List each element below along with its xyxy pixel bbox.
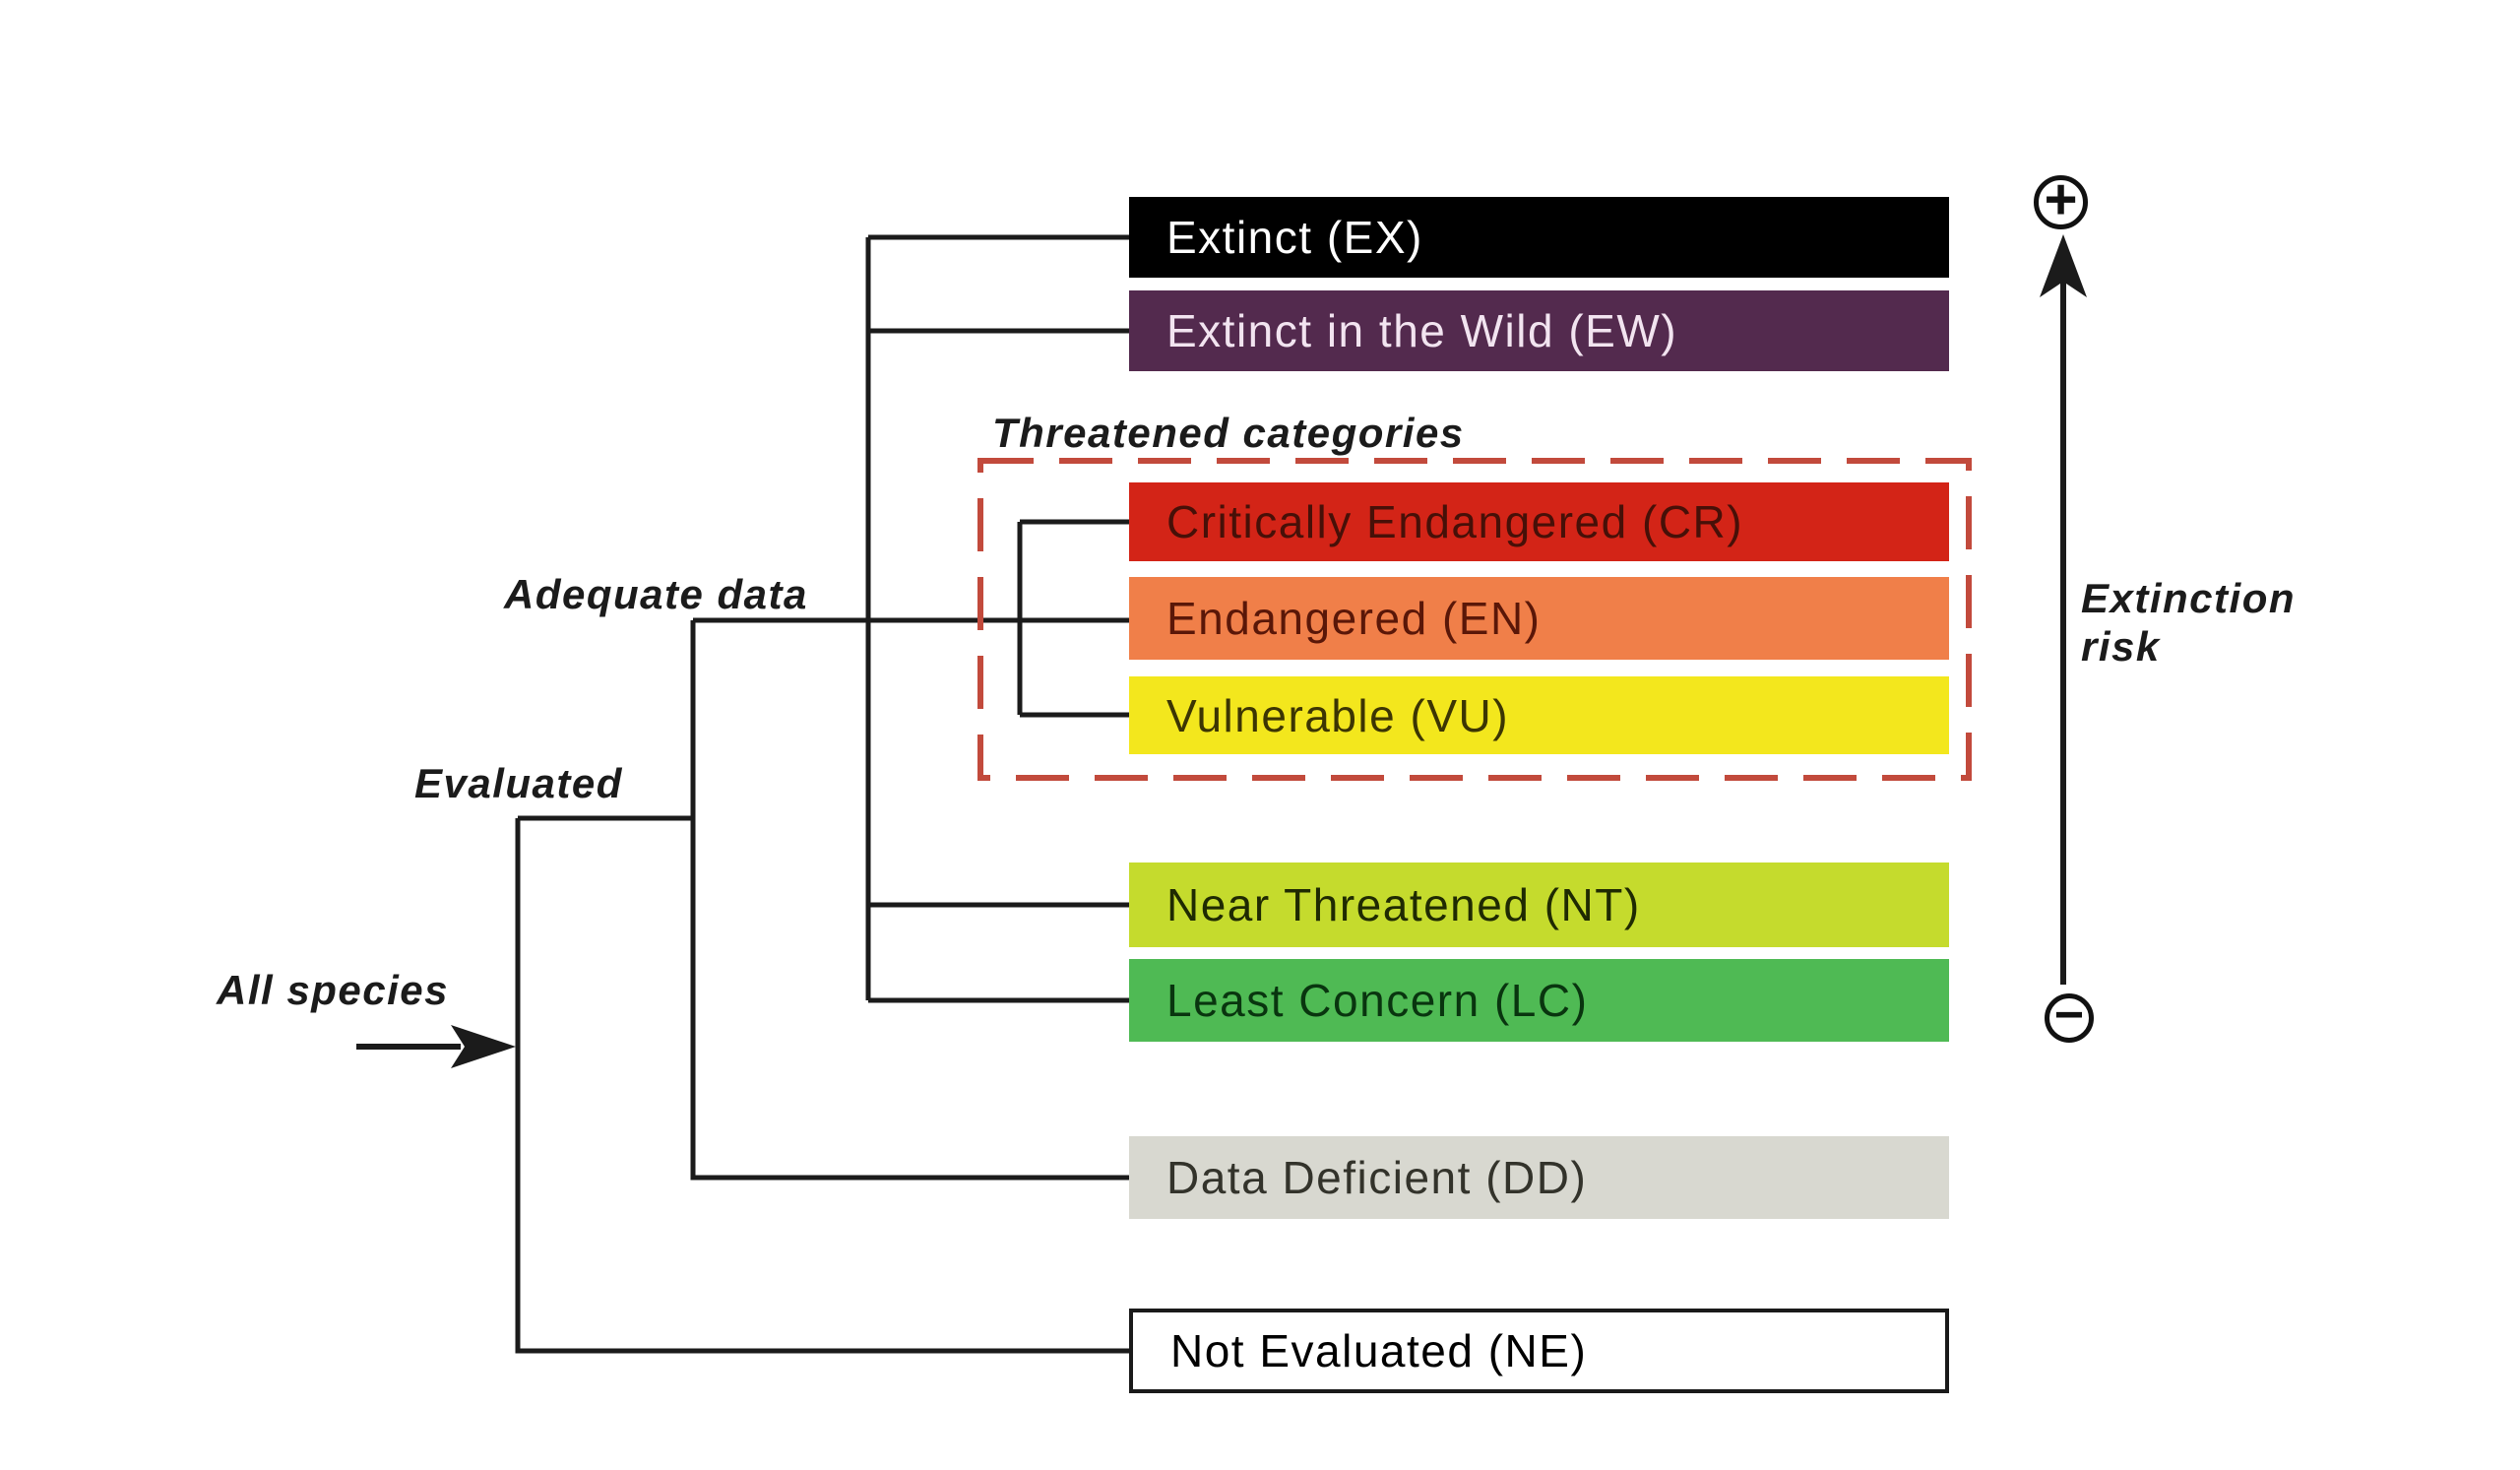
all-species-label: All species xyxy=(217,967,449,1013)
category-label-critically-endangered: Critically Endangered (CR) xyxy=(1166,496,1744,547)
extinction-risk-label-line2: risk xyxy=(2081,623,2161,670)
category-label-least-concern: Least Concern (LC) xyxy=(1166,975,1589,1026)
category-box-near-threatened: Near Threatened (NT) xyxy=(1129,863,1949,947)
minus-glyph: − xyxy=(2053,986,2085,1044)
all-species-arrow xyxy=(356,1025,516,1068)
category-label-endangered: Endangered (EN) xyxy=(1166,593,1542,644)
adequate-data-label: Adequate data xyxy=(504,571,808,617)
all-species-arrowhead xyxy=(451,1025,516,1068)
extinction-risk-arrowhead xyxy=(2040,234,2087,297)
category-label-data-deficient: Data Deficient (DD) xyxy=(1166,1152,1588,1203)
category-box-extinct-in-wild: Extinct in the Wild (EW) xyxy=(1129,290,1949,371)
category-label-vulnerable: Vulnerable (VU) xyxy=(1166,689,1510,741)
threatened-categories-label: Threatened categories xyxy=(992,410,1465,456)
evaluated-label: Evaluated xyxy=(414,760,623,806)
category-label-not-evaluated: Not Evaluated (NE) xyxy=(1170,1325,1588,1376)
category-box-data-deficient: Data Deficient (DD) xyxy=(1129,1136,1949,1219)
plus-circle-icon: + xyxy=(2034,167,2088,231)
minus-circle-icon: − xyxy=(2045,987,2094,1044)
category-box-least-concern: Least Concern (LC) xyxy=(1129,959,1949,1042)
plus-glyph: + xyxy=(2044,167,2078,231)
category-label-extinct-in-wild: Extinct in the Wild (EW) xyxy=(1166,305,1678,356)
category-box-extinct: Extinct (EX) xyxy=(1129,197,1949,278)
category-box-not-evaluated: Not Evaluated (NE) xyxy=(1129,1309,1949,1393)
category-box-vulnerable: Vulnerable (VU) xyxy=(1129,676,1949,754)
category-label-near-threatened: Near Threatened (NT) xyxy=(1166,879,1641,930)
extinction-risk-arrow xyxy=(2040,234,2087,985)
threatened-dashed-outline xyxy=(977,458,1972,781)
extinction-risk-label-line1: Extinction xyxy=(2081,575,2297,621)
extinction-risk-label: Extinction risk xyxy=(2081,574,2296,671)
tree-connector-lines xyxy=(515,234,1129,1354)
category-box-critically-endangered: Critically Endangered (CR) xyxy=(1129,482,1949,561)
category-box-endangered: Endangered (EN) xyxy=(1129,577,1949,660)
category-label-extinct: Extinct (EX) xyxy=(1166,212,1423,263)
